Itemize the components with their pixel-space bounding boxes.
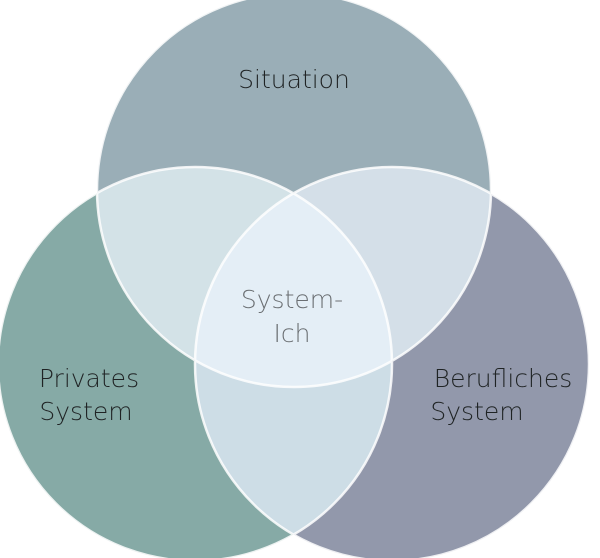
label-system-ich-line1: System- bbox=[241, 285, 343, 314]
circle-berufliches-outline bbox=[193, 165, 591, 558]
label-privates-system-line2: System bbox=[39, 397, 132, 426]
label-system-ich-line2: Ich bbox=[274, 319, 311, 348]
label-situation: Situation bbox=[238, 65, 350, 94]
circle-privates-outline bbox=[0, 165, 394, 558]
overlap-center bbox=[195, 167, 392, 387]
label-berufliches-system-line1: Berufliches bbox=[434, 364, 573, 393]
circle-situation-outline bbox=[95, 0, 493, 389]
label-privates-system-line1: Privates bbox=[39, 364, 139, 393]
label-berufliches-system-line2: System bbox=[430, 397, 523, 426]
